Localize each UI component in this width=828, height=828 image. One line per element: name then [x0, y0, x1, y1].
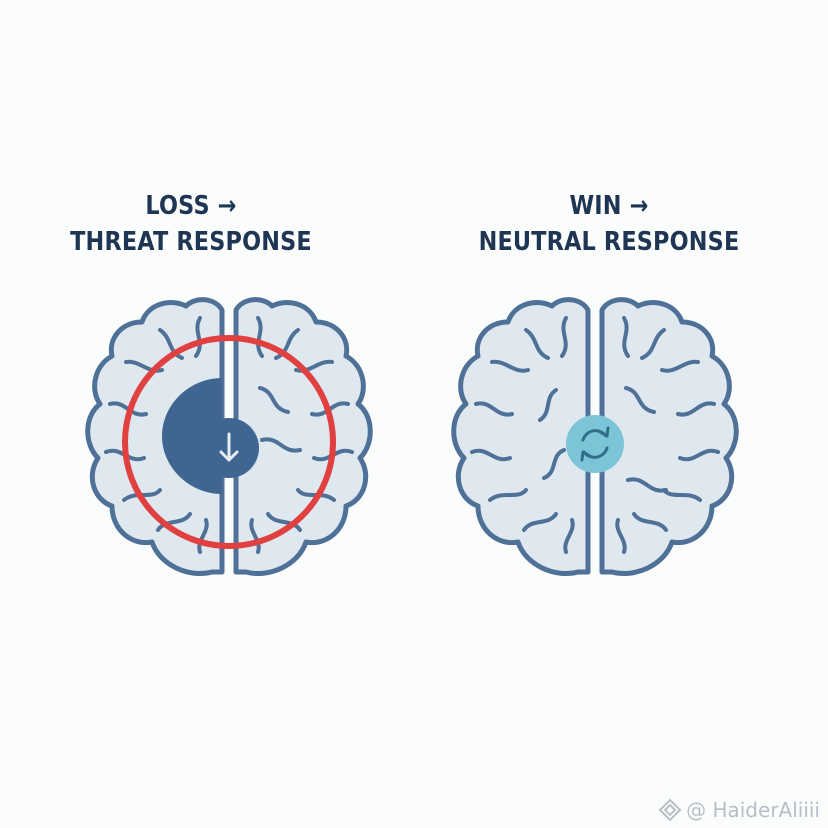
loss-heading: LOSS → THREAT RESPONSE	[13, 188, 369, 260]
loss-heading-line1: LOSS →	[145, 191, 237, 221]
loss-brain-illustration	[85, 297, 373, 576]
watermark-text: @ HaiderAliiii	[686, 798, 820, 822]
left-gyri	[470, 316, 575, 554]
right-hemisphere	[599, 297, 739, 576]
refresh-badge	[566, 415, 624, 473]
threat-ring	[122, 335, 336, 549]
brain-icon	[451, 297, 739, 576]
left-hemisphere	[451, 297, 591, 576]
win-heading: WIN → NEUTRAL RESPONSE	[431, 188, 787, 260]
win-brain-illustration	[451, 297, 739, 576]
brain-icon	[85, 297, 373, 576]
right-gyri	[249, 316, 354, 554]
loss-heading-line2: THREAT RESPONSE	[70, 227, 312, 257]
diamond-logo-icon	[658, 798, 682, 822]
watermark: @ HaiderAliiii	[658, 798, 820, 822]
win-heading-line1: WIN →	[569, 191, 649, 221]
refresh-icon	[580, 426, 610, 462]
right-gyri	[615, 316, 720, 554]
right-hemisphere	[233, 297, 373, 576]
down-arrow-icon	[219, 432, 239, 462]
win-heading-line2: NEUTRAL RESPONSE	[478, 227, 740, 257]
left-hemisphere	[85, 297, 225, 576]
